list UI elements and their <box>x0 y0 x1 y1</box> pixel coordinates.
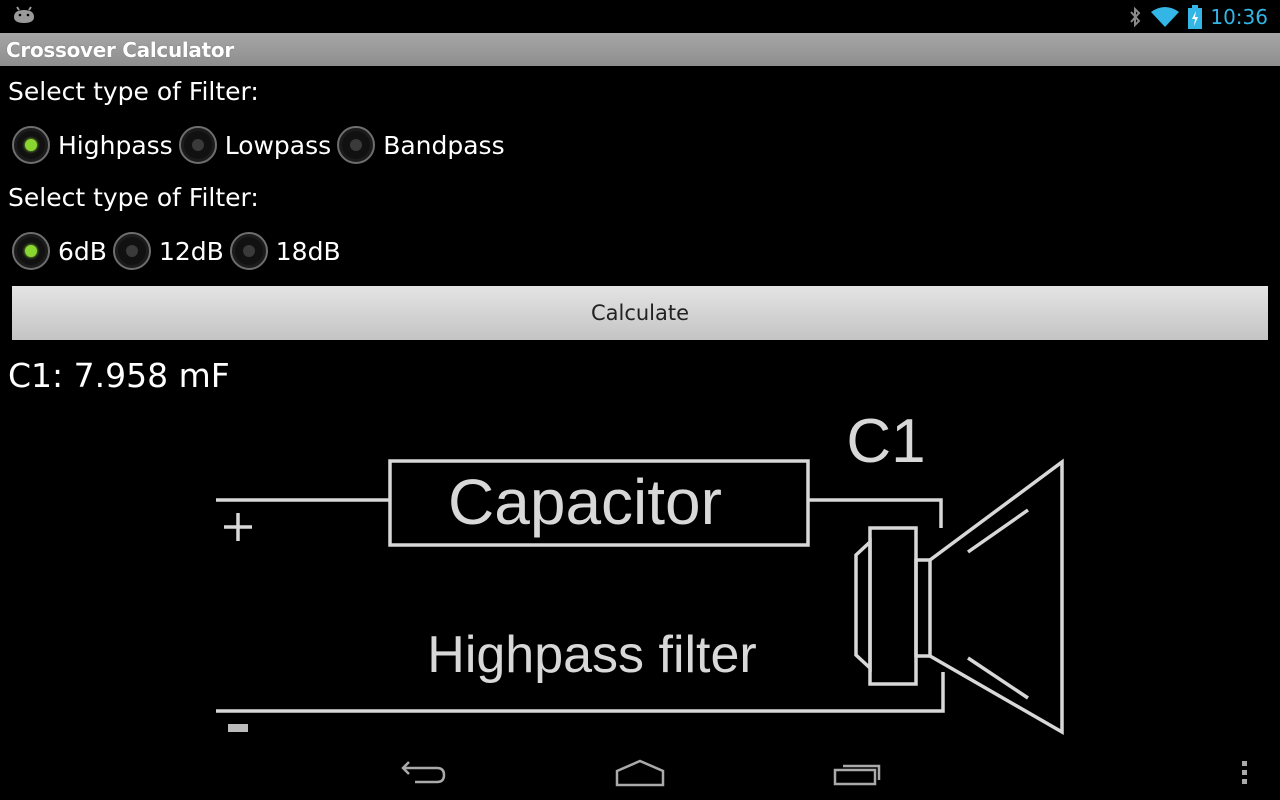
filter-type-label: Select type of Filter: <box>8 77 259 106</box>
back-button[interactable] <box>384 751 464 795</box>
status-bar: 10:36 <box>0 0 1280 33</box>
result-text: C1: 7.958 mF <box>8 356 230 395</box>
action-bar: Crossover Calculator <box>0 33 1280 66</box>
filter-slope-label: Select type of Filter: <box>8 183 259 212</box>
overflow-menu-icon <box>1242 761 1247 784</box>
diagram-caption: Highpass filter <box>427 626 756 684</box>
recent-apps-icon <box>833 764 881 786</box>
radio-dot <box>242 245 255 257</box>
radio-6db[interactable] <box>12 232 50 270</box>
battery-charging-icon <box>1188 5 1203 29</box>
radio-12db[interactable] <box>112 232 151 270</box>
wifi-icon <box>1151 7 1180 27</box>
radio-dot <box>25 139 37 151</box>
bluetooth-icon <box>1130 6 1141 28</box>
radio-bandpass-label[interactable]: Bandpass <box>383 130 505 160</box>
radio-lowpass-label[interactable]: Lowpass <box>224 130 332 160</box>
radio-dot <box>25 245 37 257</box>
radio-18db[interactable] <box>229 232 268 270</box>
radio-dot <box>125 245 138 257</box>
radio-dot <box>191 139 204 151</box>
android-debug-icon <box>14 6 34 23</box>
radio-highpass[interactable] <box>12 126 50 164</box>
radio-12db-label[interactable]: 12dB <box>158 236 224 266</box>
radio-dot <box>350 139 363 151</box>
radio-6db-label[interactable]: 6dB <box>58 236 107 266</box>
filter-slope-radio-group: 6dB 12dB 18dB <box>12 229 347 273</box>
minus-sign <box>228 724 248 732</box>
status-icons: 10:36 <box>1128 4 1268 30</box>
home-icon <box>615 759 665 787</box>
app-title: Crossover Calculator <box>6 38 234 62</box>
capacitor-label: Capacitor <box>448 466 722 538</box>
radio-highpass-label[interactable]: Highpass <box>58 130 173 160</box>
radio-18db-label[interactable]: 18dB <box>275 236 341 266</box>
recent-apps-button[interactable] <box>817 751 897 795</box>
navigation-bar <box>0 745 1280 800</box>
filter-type-radio-group: Highpass Lowpass Bandpass <box>12 123 511 167</box>
radio-bandpass[interactable] <box>337 126 376 164</box>
clock: 10:36 <box>1210 5 1268 29</box>
c1-label: C1 <box>846 407 925 476</box>
calculate-button[interactable]: Calculate <box>12 286 1268 340</box>
radio-lowpass[interactable] <box>178 126 217 164</box>
home-button[interactable] <box>600 751 680 795</box>
back-icon <box>401 761 446 784</box>
circuit-diagram: Capacitor C1 Highpass filter <box>216 407 1064 736</box>
overflow-menu-button[interactable] <box>1205 751 1280 795</box>
